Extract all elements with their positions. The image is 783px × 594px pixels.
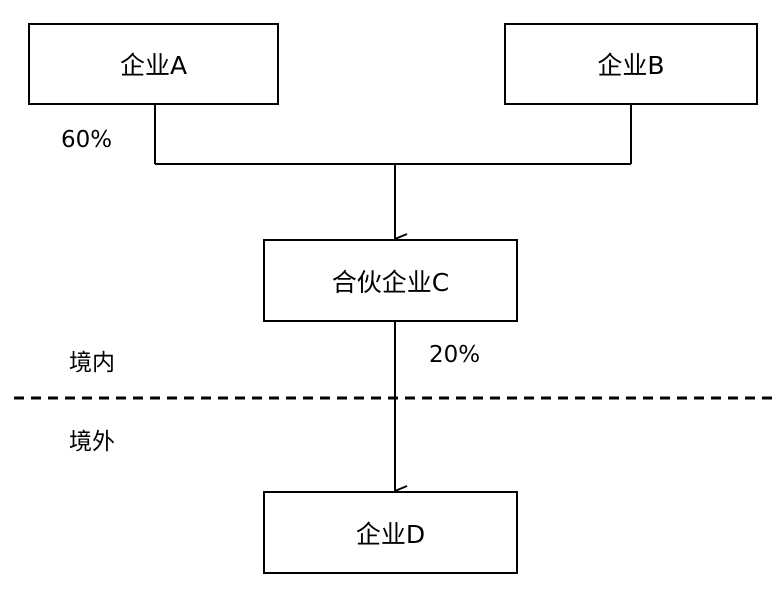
node-partnership-c: 合伙企业C <box>263 239 518 322</box>
node-enterprise-b-label: 企业B <box>597 51 665 80</box>
node-enterprise-b: 企业B <box>504 23 758 105</box>
edge-label-a-to-c: 60% <box>61 127 113 153</box>
node-enterprise-d-label: 企业D <box>355 519 426 549</box>
node-enterprise-a: 企业A <box>28 23 279 105</box>
node-enterprise-d: 企业D <box>263 491 518 574</box>
node-partnership-c-label: 合伙企业C <box>331 267 450 297</box>
node-enterprise-a-label: 企业A <box>119 51 188 80</box>
region-label-overseas: 境外 <box>69 429 115 455</box>
edge-label-c-to-d: 20% <box>429 342 481 368</box>
region-label-domestic: 境内 <box>69 350 115 376</box>
